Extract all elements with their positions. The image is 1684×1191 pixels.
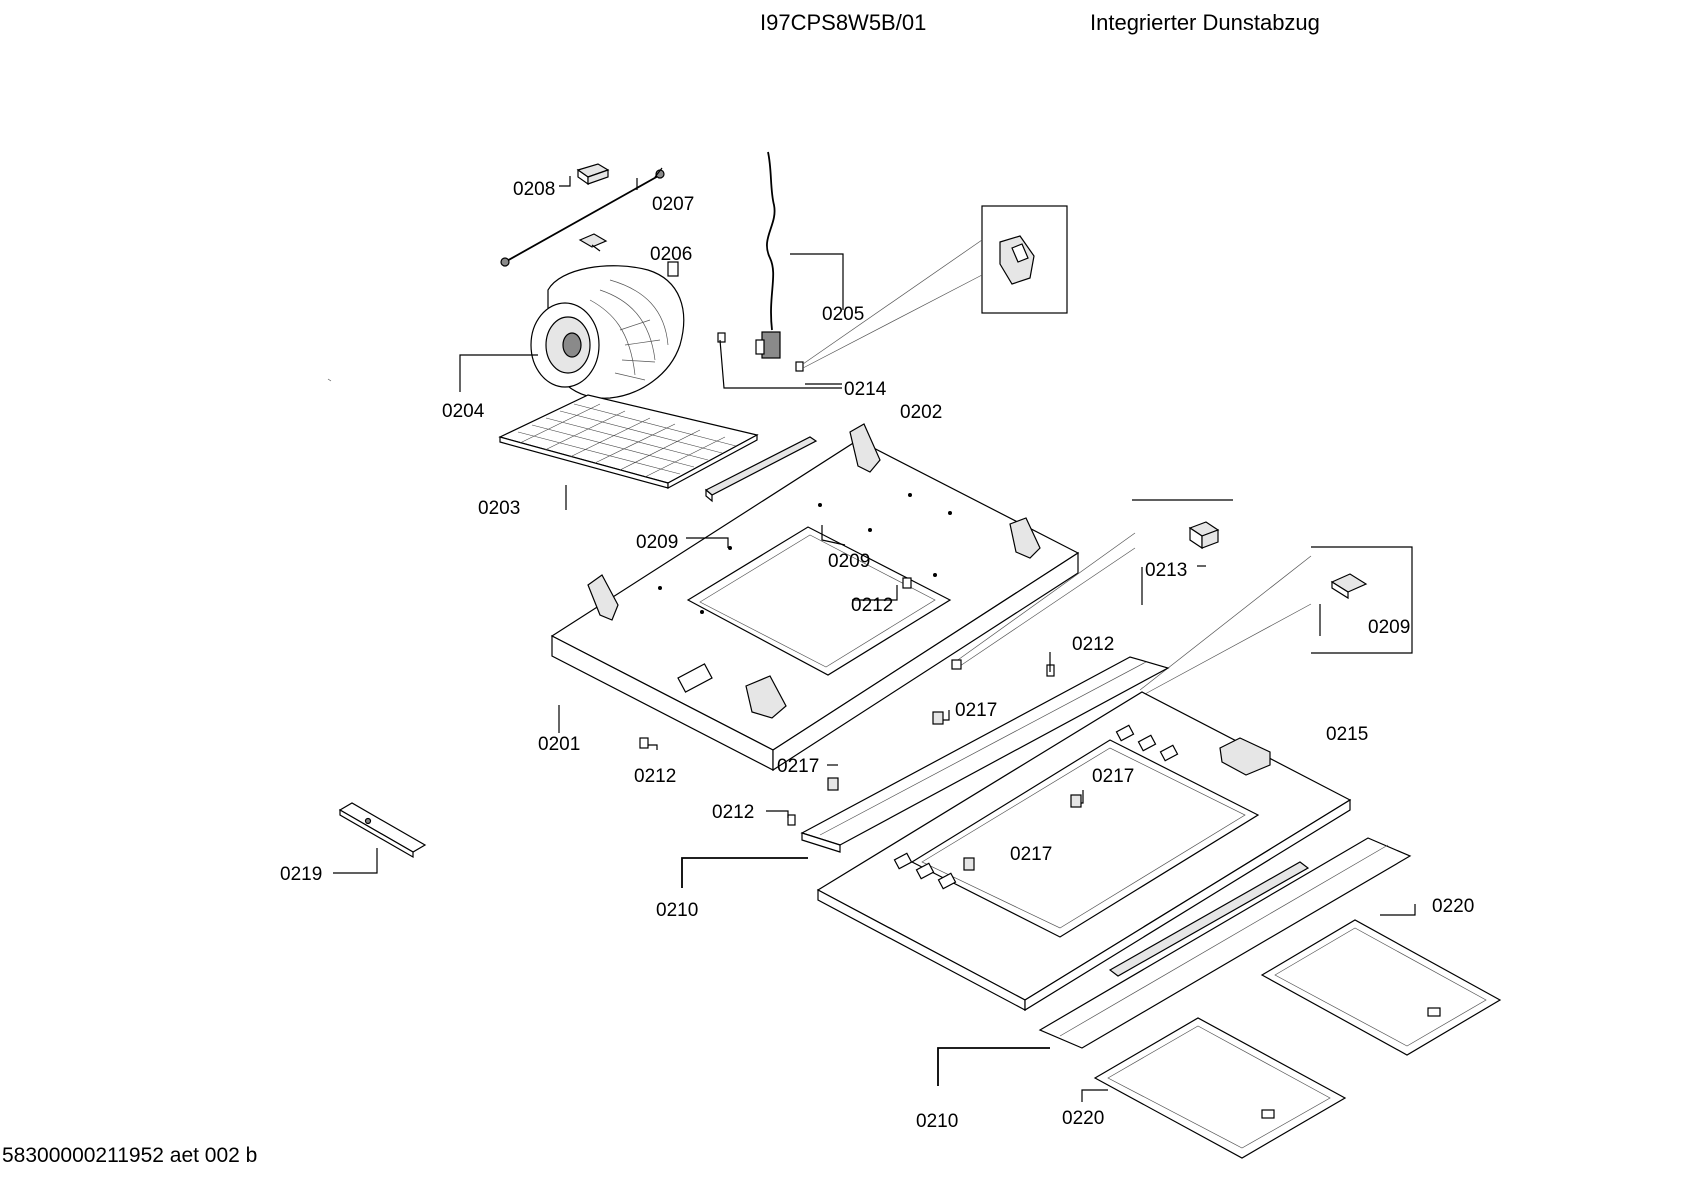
leader-lines (327, 176, 1416, 1102)
product-description: Integrierter Dunstabzug (1090, 10, 1320, 35)
callout-0203[interactable]: 0203 (478, 498, 520, 519)
part-0210-strip-upper[interactable] (800, 656, 1170, 853)
callout-0220-b[interactable]: 0220 (1062, 1108, 1104, 1129)
callout-0204[interactable]: 0204 (442, 401, 485, 422)
part-0207-cable[interactable] (500, 167, 665, 267)
callout-0208[interactable]: 0208 (513, 179, 555, 200)
part-0203-grid-panel[interactable] (498, 394, 759, 490)
part-0208-connector[interactable] (576, 163, 610, 186)
part-0219-control-strip[interactable] (338, 802, 427, 859)
part-0205-cable-switch[interactable] (755, 151, 781, 359)
part-0220-filter-left[interactable] (1093, 1017, 1347, 1159)
part-0213-block[interactable] (951, 499, 1233, 670)
part-0217-clips[interactable] (827, 711, 1082, 871)
part-0202-gasket-strip[interactable] (704, 436, 818, 503)
callout-0209-c[interactable]: 0209 (1368, 617, 1410, 638)
part-0215-lower-frame[interactable] (816, 691, 1352, 1012)
callout-labels: 0208 0207 0206 0205 0204 0214 0202 0203 … (280, 179, 1474, 1132)
document-id: 58300000211952 aet 002 b (2, 1144, 258, 1167)
part-0204-blower[interactable] (530, 261, 685, 399)
callout-0217-a[interactable]: 0217 (955, 700, 997, 721)
callout-0220-a[interactable]: 0220 (1432, 896, 1474, 917)
part-0201-housing[interactable] (550, 423, 1080, 772)
part-0210-strip-lower[interactable] (1038, 837, 1412, 1049)
callout-0212-a[interactable]: 0212 (851, 595, 893, 616)
part-0214-clip[interactable] (717, 332, 804, 372)
callout-0213[interactable]: 0213 (1145, 560, 1187, 581)
callout-0210-a[interactable]: 0210 (656, 900, 698, 921)
callout-0201[interactable]: 0201 (538, 734, 580, 755)
callout-0219[interactable]: 0219 (280, 864, 322, 885)
callout-0214[interactable]: 0214 (844, 379, 887, 400)
callout-0212-c[interactable]: 0212 (634, 766, 676, 787)
model-number: I97CPS8W5B/01 (760, 10, 927, 35)
callout-0212-d[interactable]: 0212 (712, 802, 754, 823)
callout-0210-b[interactable]: 0210 (916, 1111, 958, 1132)
callout-0217-c[interactable]: 0217 (1092, 766, 1134, 787)
callout-0215[interactable]: 0215 (1326, 724, 1368, 745)
callout-0209-a[interactable]: 0209 (636, 532, 678, 553)
callout-0207[interactable]: 0207 (652, 194, 694, 215)
part-0206-plate[interactable] (578, 233, 608, 248)
callout-0202[interactable]: 0202 (900, 402, 942, 423)
callout-0217-b[interactable]: 0217 (777, 756, 819, 777)
part-0220-filter-right[interactable] (1260, 919, 1502, 1056)
detail-box-bracket (802, 205, 1068, 369)
callout-0205[interactable]: 0205 (822, 304, 864, 325)
callout-0212-b[interactable]: 0212 (1072, 634, 1114, 655)
callout-0217-d[interactable]: 0217 (1010, 844, 1052, 865)
callout-0206[interactable]: 0206 (650, 244, 692, 265)
callout-0209-b[interactable]: 0209 (828, 551, 870, 572)
